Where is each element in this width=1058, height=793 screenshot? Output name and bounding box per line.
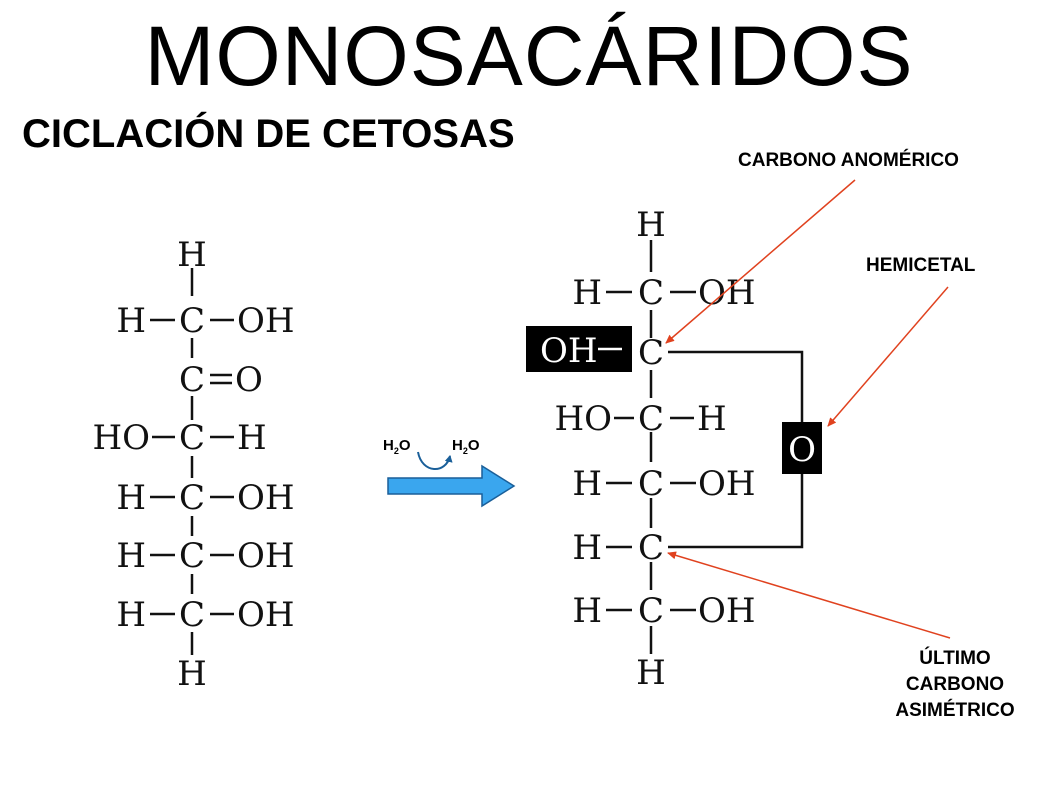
- oc-atom-r1-c: C: [179, 301, 205, 341]
- oc-atom-r6-c: C: [179, 595, 205, 635]
- label-anomeric-carbon: CARBONO ANOMÉRICO: [738, 150, 959, 171]
- reaction-arrow-shape: [387, 464, 516, 508]
- oc-atom-top-h: H: [177, 235, 207, 275]
- cy-atom-r3-left: HO: [554, 399, 612, 439]
- water-left-sub: 2: [393, 446, 399, 456]
- oc-atom-r5-c: C: [179, 536, 205, 576]
- cy-atom-r4-right: OH: [698, 464, 756, 504]
- oc-atom-r6-right: OH: [237, 595, 295, 635]
- water-left-h: H: [383, 437, 394, 454]
- oc-atom-r4-c: C: [179, 478, 205, 518]
- oc-atom-r2-o: O: [235, 360, 263, 400]
- water-left-o: O: [398, 437, 411, 454]
- water-right-sub: 2: [462, 446, 468, 456]
- cy-atom-r6-c: C: [638, 591, 664, 631]
- oc-atom-r5-left: H: [116, 536, 146, 576]
- annotation-pointers: [665, 179, 951, 639]
- water-right: H2O: [452, 437, 480, 456]
- label-last-asymmetric-carbon: ÚLTIMO CARBONO ASIMÉTRICO: [870, 646, 1040, 724]
- ring-oxygen-box: [782, 422, 822, 474]
- cy-atom-r3-c: C: [638, 399, 664, 439]
- oc-atom-r5-right: OH: [237, 536, 295, 576]
- cy-atom-top-h: H: [636, 205, 666, 245]
- water-right-h: H: [452, 437, 463, 454]
- cy-atom-r4-left: H: [572, 464, 602, 504]
- oc-atom-r3-left: HO: [92, 418, 150, 458]
- open-chain-structure: H H C OH C O HO C H H C OH H C OH H C OH…: [92, 235, 294, 694]
- cy-atom-anomeric-c: C: [638, 333, 664, 373]
- cy-atom-r6-right: OH: [698, 591, 756, 631]
- oc-atom-r3-c: C: [179, 418, 205, 458]
- label-last-line-2: CARBONO: [905, 674, 1005, 695]
- pointer-last-asymmetric-carbon: [667, 551, 951, 639]
- page-subtitle: CICLACIÓN DE CETOSAS: [22, 112, 515, 156]
- water-curve-arrow: [417, 451, 453, 470]
- page-title: MONOSACÁRIDOS: [144, 9, 914, 103]
- oc-atom-r1-left: H: [116, 301, 146, 341]
- label-hemiketal: HEMICETAL: [866, 255, 976, 276]
- cy-atom-r3-right: H: [697, 399, 727, 439]
- cy-atom-r5-left: H: [572, 528, 602, 568]
- cy-atom-bottom-h: H: [636, 653, 666, 693]
- ring-oxygen: O: [788, 430, 816, 470]
- ring-bond-top: [668, 350, 804, 422]
- oc-atom-r2-c: C: [179, 360, 205, 400]
- ring-bond-bottom: [668, 474, 804, 549]
- cy-atom-last-asym-c: C: [638, 528, 664, 568]
- oc-atom-r4-left: H: [116, 478, 146, 518]
- cyclic-structure: OH O H H C OH C HO C H H C OH H C H C OH…: [526, 205, 822, 693]
- oc-atom-r4-right: OH: [237, 478, 295, 518]
- oc-atom-r1-right: OH: [237, 301, 295, 341]
- reaction-arrow: [387, 451, 516, 508]
- label-last-line-1: ÚLTIMO: [919, 648, 991, 669]
- label-last-line-3: ASIMÉTRICO: [895, 700, 1015, 721]
- oc-atom-bottom-h: H: [177, 654, 207, 694]
- cy-atom-r1-left: H: [572, 273, 602, 313]
- cy-atom-r6-left: H: [572, 591, 602, 631]
- cy-atom-r1-c: C: [638, 273, 664, 313]
- cy-atom-r4-c: C: [638, 464, 664, 504]
- oc-atom-r6-left: H: [116, 595, 146, 635]
- oc-atom-r3-right: H: [237, 418, 267, 458]
- cy-atom-r2-oh: OH: [540, 331, 598, 371]
- water-right-o: O: [467, 437, 480, 454]
- pointer-hemiketal: [827, 286, 949, 427]
- water-left: H2O: [383, 437, 411, 456]
- pointer-anomeric-carbon: [665, 179, 856, 344]
